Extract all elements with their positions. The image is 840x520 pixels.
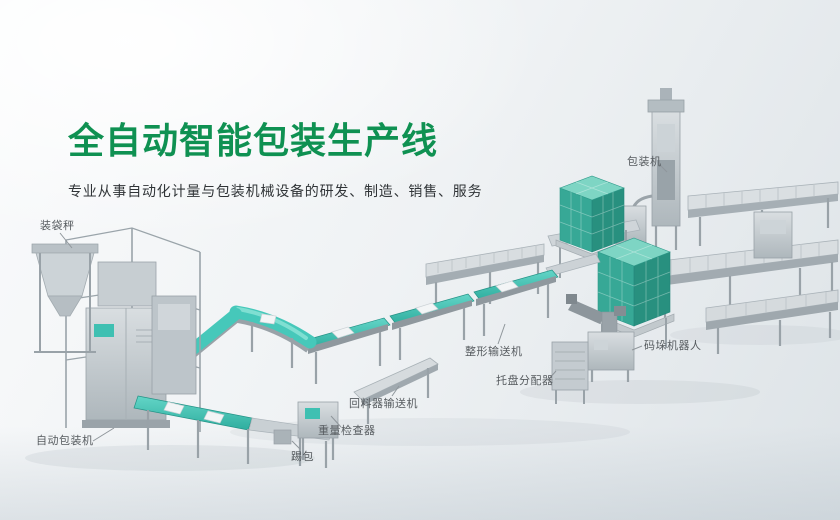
center-conveyors — [186, 243, 601, 384]
label-bag-kicker: 踢包 — [291, 450, 314, 463]
label-palletizing-robot: 码垛机器人 — [644, 339, 702, 352]
label-auto-packing-machine: 自动包装机 — [36, 434, 94, 447]
label-weight-checker: 重量检查器 — [318, 424, 376, 437]
packing-tower — [615, 88, 685, 252]
label-pallet-dispenser: 托盘分配器 — [496, 374, 554, 387]
page-title: 全自动智能包装生产线 — [68, 121, 439, 162]
return-conveyor-figure — [353, 357, 439, 424]
label-leader-lines — [59, 163, 668, 450]
label-bagging-scale: 装袋秤 — [40, 219, 75, 232]
label-return-feeder-conveyor: 回料器输送机 — [349, 397, 418, 410]
pallet-dispenser-figure — [551, 341, 589, 404]
label-packing-machine: 包装机 — [627, 155, 662, 168]
page-subtitle: 专业从事自动化计量与包装机械设备的研发、制造、销售、服务 — [68, 184, 483, 200]
bagging-hopper — [31, 243, 99, 353]
label-shaping-conveyor: 整形输送机 — [465, 345, 523, 358]
product-bags — [163, 280, 519, 424]
left-packing-tower — [65, 227, 201, 432]
weight-checker-figure — [273, 401, 339, 460]
palletizing-robot-figure — [566, 294, 635, 382]
